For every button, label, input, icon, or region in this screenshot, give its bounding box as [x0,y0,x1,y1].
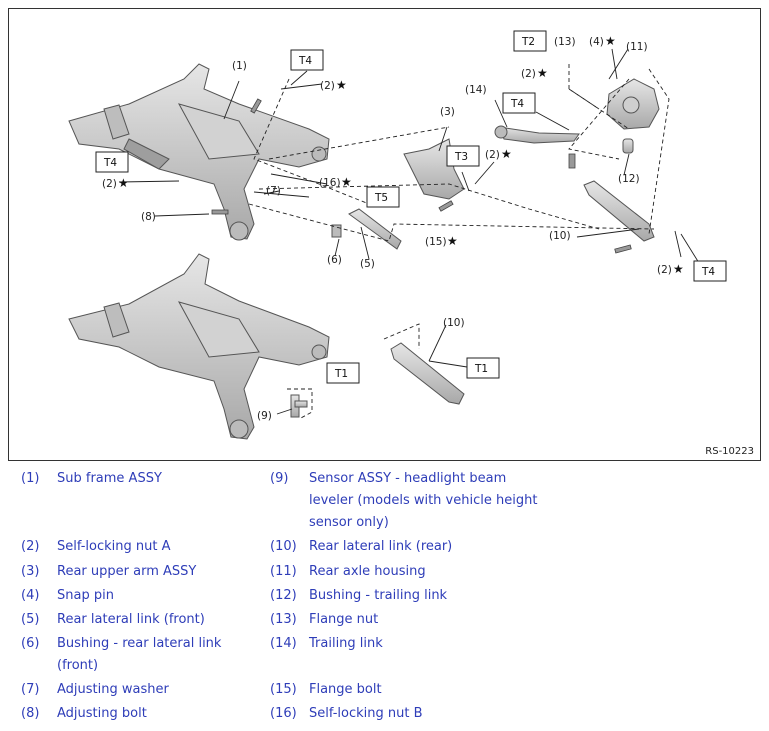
legend-number: (15) [270,682,297,697]
torque-boxes: T2 T4 T4 T4 T4 T3 T5 T1 T1 [95,30,727,384]
callout-2c: (2) [521,68,536,80]
legend-label: Sensor ASSY - headlight beam leveler (mo… [309,471,538,530]
callout-16: (16) [319,177,341,189]
trailing-link-bushing [622,138,634,154]
callout-11: (11) [626,41,648,53]
callout-1: (1) [232,60,247,72]
star-icon: ★ [447,234,458,248]
callout-5: (5) [360,258,375,270]
callout-2d: (2) [485,149,500,161]
legend-number: (9) [270,471,289,486]
sub-frame-upper [68,63,330,241]
exploded-diagram: (1) (2) (2) (2) (2) (2) (3) (4) (5) (6) … [8,8,761,461]
star-icon: ★ [537,66,548,80]
legend-label: Sub frame ASSY [57,471,162,486]
callout-3: (3) [440,106,455,118]
legend-number: (8) [21,706,40,721]
legend-number: (14) [270,636,297,651]
star-icon: ★ [605,34,616,48]
callout-leaders [118,48,700,415]
legend-number: (11) [270,564,297,579]
legend-number: (4) [21,588,40,603]
callout-labels: (1) (2) (2) (2) (2) (2) (3) (4) (5) (6) … [102,36,672,422]
callout-2b: (2) [102,178,117,190]
legend-label: Self-locking nut A [57,539,171,554]
rear-axle-housing [606,78,660,130]
legend-label: Adjusting washer [57,682,169,697]
star-icon: ★ [336,78,347,92]
torque-box-t5: T5 [374,192,388,204]
legend-label: Rear lateral link (front) [57,612,205,627]
torque-box-t4c: T4 [510,98,524,110]
legend-label: Self-locking nut B [309,706,423,721]
legend-number: (10) [270,539,297,554]
callout-15: (15) [425,236,447,248]
legend-number: (12) [270,588,297,603]
torque-box-t2: T2 [521,36,535,48]
callout-13: (13) [554,36,576,48]
callout-14: (14) [465,84,487,96]
legend-label: Flange nut [309,612,379,627]
callout-10a: (10) [549,230,571,242]
torque-box-t4a: T4 [298,55,312,67]
torque-box-t4d: T4 [701,266,715,278]
legend-label: Flange bolt [309,682,382,697]
legend-label: Rear upper arm ASSY [57,564,197,579]
star-icon: ★ [673,262,684,276]
rear-lateral-link-front [331,208,402,250]
parts-legend: (1) Sub frame ASSY (2) Self-locking nut … [0,466,769,731]
rear-lateral-link-rear-upper [583,180,655,242]
callout-4: (4) [589,36,604,48]
legend-label: Trailing link [309,636,383,651]
legend-label: Rear lateral link (rear) [309,539,453,554]
callout-9: (9) [257,410,272,422]
legend-label: Bushing - trailing link [309,588,448,603]
bolts [211,98,632,254]
star-icon: ★ [118,176,129,190]
callout-2e: (2) [657,264,672,276]
torque-box-t1a: T1 [334,368,348,380]
leader-lines [248,64,670,420]
legend-label: Snap pin [57,588,114,603]
callout-8: (8) [141,211,156,223]
star-icon: ★ [501,147,512,161]
legend-label: Rear axle housing [309,564,426,579]
torque-box-t1b: T1 [474,363,488,375]
rear-lateral-link-rear-lower [390,342,465,405]
trailing-link [494,125,580,144]
legend-number: (1) [21,471,40,486]
star-marks: ★ ★ ★ ★ ★ ★ ★ ★ [118,34,684,276]
sub-frame-lower [68,253,330,440]
callout-2a: (2) [320,80,335,92]
callout-6: (6) [327,254,342,266]
torque-box-t3: T3 [454,151,468,163]
diagram-drawing: (1) (2) (2) (2) (2) (2) (3) (4) (5) (6) … [68,30,727,440]
callout-10b: (10) [443,317,465,329]
star-icon: ★ [341,175,352,189]
callout-12: (12) [618,173,640,185]
legend-number: (6) [21,636,40,651]
legend-number: (3) [21,564,40,579]
legend-number: (16) [270,706,297,721]
legend-label: Bushing - rear lateral link (front) [57,636,222,673]
sensor-assy [290,394,308,418]
legend-number: (7) [21,682,40,697]
legend-number: (5) [21,612,40,627]
legend-number: (2) [21,539,40,554]
figure-id: RS-10223 [705,446,754,457]
callout-7: (7) [266,185,281,197]
torque-box-t4b: T4 [103,157,117,169]
legend-label: Adjusting bolt [57,706,147,721]
legend-number: (13) [270,612,297,627]
